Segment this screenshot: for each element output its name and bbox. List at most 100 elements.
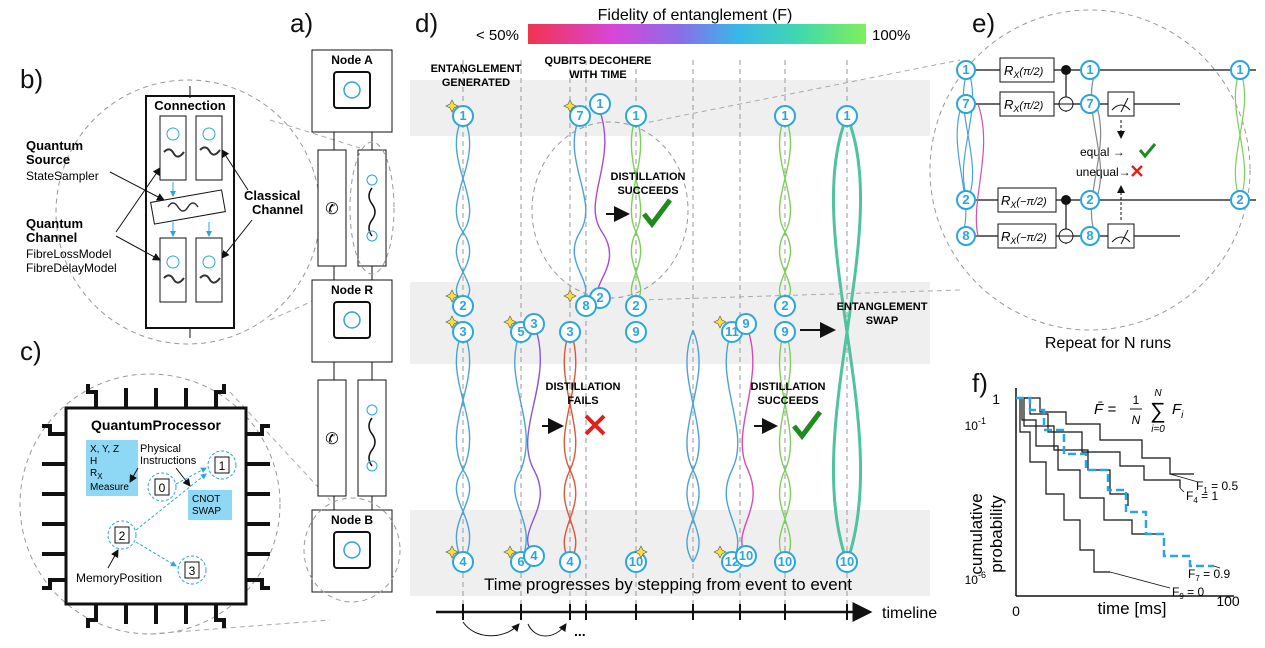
qubit-circle: [1230, 60, 1250, 80]
fidelity-gradient: [528, 24, 866, 44]
rx-gate-4: RX(−π/2): [1001, 229, 1047, 246]
unequal-label: unequal→: [1076, 165, 1131, 179]
qubit-label: 1: [596, 96, 603, 111]
f-ylabel-2: probability: [987, 495, 1006, 573]
qubit-label: 10: [840, 554, 854, 569]
qubit-label: 2: [962, 192, 969, 207]
instruction-1: X, Y, Z: [90, 444, 119, 455]
formula-sum-top: N: [1154, 388, 1162, 399]
qubit-circle: [1230, 190, 1250, 210]
qubit-label: 2: [781, 298, 788, 313]
rx-gates: RX(π/2) RX(π/2) RX(−π/2) RX(−π/2): [997, 57, 1057, 249]
rx-gate-1: RX(π/2): [1004, 63, 1044, 80]
qubit-label: 1: [1086, 62, 1093, 77]
sparkle-icon: [503, 545, 517, 559]
memory-position-1: 1: [219, 459, 226, 473]
qubit-circle: [735, 313, 757, 335]
qubit-circle: [523, 313, 545, 335]
hand-icon: [163, 148, 185, 158]
annot-decohere-2: WITH TIME: [569, 69, 626, 81]
fidelity-high-label: 100%: [872, 27, 910, 44]
sparkle-icon: [445, 545, 459, 559]
atom-icon: [166, 255, 180, 269]
qubit-label: 5: [517, 324, 524, 339]
panel-e: RX(π/2) RX(π/2) RX(−π/2) RX(−π/2) equal …: [929, 9, 1256, 331]
classical-channel-box: [317, 149, 347, 267]
sparkle-icon: [445, 99, 459, 113]
qubit-label: 8: [962, 228, 969, 243]
formula-term: Fi: [1172, 401, 1184, 421]
instruction-3: RX: [90, 468, 103, 481]
qubit-label: 9: [781, 324, 788, 339]
f-ylabel-1: cumulative: [967, 493, 986, 574]
qubit-label: 7: [1086, 96, 1093, 111]
annot-decohere-1: QUBITS DECOHERE: [545, 55, 652, 67]
formula-sum: ∑: [1150, 398, 1166, 423]
qubit-label: 3: [459, 324, 466, 339]
qubit-circle: [575, 295, 597, 317]
qubit-label: 3: [530, 316, 537, 331]
classical-title-1: Classical: [244, 188, 300, 203]
qubit-label: 4: [566, 554, 574, 569]
channel-title: Quantum: [26, 216, 83, 231]
atom-icon: [343, 81, 361, 99]
physical-label-1: Physical: [140, 443, 181, 455]
hand-icon: [163, 274, 185, 284]
panel-label-f: f): [972, 368, 988, 398]
panel-c: QuantumProcessor X, Y, Z H RX Measure Ph…: [19, 373, 331, 635]
instruction-4: Measure: [90, 482, 129, 493]
sparkle-icon: [445, 315, 459, 329]
qubit-circle: [452, 321, 474, 343]
sparkle-icon: [713, 545, 727, 559]
annot-swap-2: SWAP: [866, 315, 898, 327]
qubit-circle: [589, 93, 611, 115]
qubit-label: 2: [1236, 192, 1243, 207]
sparkle-icon: [445, 289, 459, 303]
wave-icon: [368, 417, 376, 467]
qubit-circle: [774, 321, 796, 343]
cnot-label: CNOT: [192, 494, 220, 505]
qubit-label: 11: [725, 324, 739, 339]
curve-label-f9: F9 = 0: [1172, 585, 1204, 601]
panel-f-title: Repeat for N runs: [1045, 335, 1171, 352]
time-progress-text: Time progresses by stepping from event t…: [484, 575, 852, 594]
chip-icon: [333, 531, 371, 569]
curve-mean: [1016, 396, 1214, 568]
quantum-channel-box: [357, 379, 387, 497]
zoom-ellipse-b: [349, 141, 395, 275]
classical-title-2: Channel: [252, 202, 303, 217]
qubit-circle: [956, 190, 976, 210]
panel-label-d: d): [415, 8, 438, 38]
source-model: StateSampler: [26, 169, 99, 183]
instructions-box: [86, 440, 138, 496]
check-icon: [792, 410, 822, 441]
classical-channel-box: [317, 379, 347, 497]
instruction-2: H: [90, 456, 97, 467]
source-title: Quantum: [26, 138, 83, 153]
node-b-label: Node B: [331, 513, 373, 527]
channel-model-2: FibreDelayModel: [26, 261, 117, 275]
qubit-label: 10: [629, 554, 643, 569]
chip-icon: [333, 301, 371, 339]
qubit-circle: [1080, 60, 1100, 80]
sparkle-icon: [634, 545, 648, 559]
qubit-label: 2: [596, 290, 603, 305]
wave-icon: [368, 187, 376, 237]
qubit-circle: [735, 545, 757, 567]
curve-label-f4: F4 = 1: [1186, 489, 1218, 505]
qubit-label: 1: [1236, 62, 1243, 77]
f-leaders: [1109, 473, 1221, 589]
qubit-circle: [625, 321, 647, 343]
fidelity-low-label: < 50%: [476, 27, 519, 44]
qubit-circle: [523, 545, 545, 567]
qubit-icon: [366, 460, 378, 472]
qubit-circle: [836, 105, 858, 127]
panel-e-zoom-circle: [929, 9, 1251, 331]
f-xlabel: time [ms]: [1098, 599, 1167, 618]
rx-gate-3: RX(−π/2): [1001, 193, 1047, 210]
annot-distill-success2-1: DISTILLATION: [751, 381, 826, 393]
curve-f2: [1016, 397, 1129, 506]
